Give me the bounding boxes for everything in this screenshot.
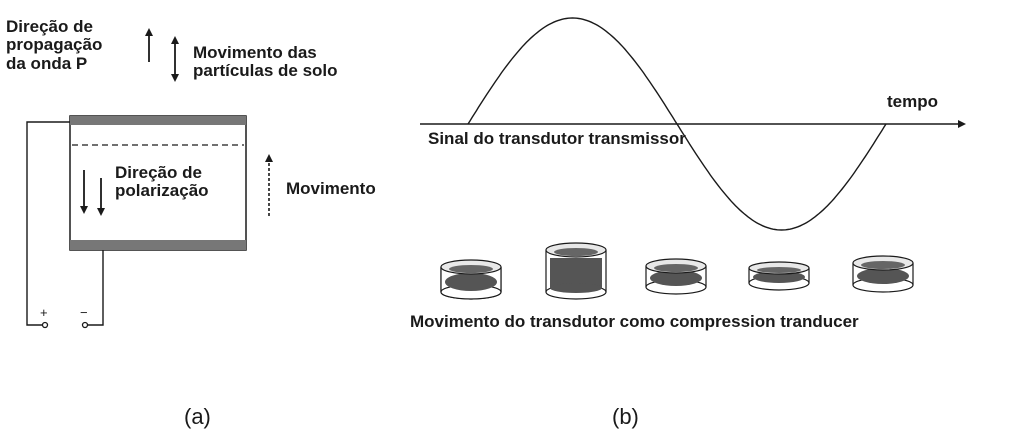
polarization-direction-label: Direção de polarização [115,163,209,201]
signal-waveform [467,17,887,231]
time-axis-label: tempo [887,92,938,111]
signal-label: Sinal do transdutor transmissor [428,129,686,148]
panel-a-caption: (a) [184,404,211,429]
panel-b-caption: (b) [612,404,639,429]
propagation-direction-label: Direção de propagação da onda P [6,17,103,73]
propagation-label-line-1: Direção de [6,17,93,36]
movement-label: Movimento [286,179,376,198]
transducer-motion-label: Movimento do transdutor como compression… [410,312,859,331]
terminal-minus-label: − [80,305,88,320]
polarization-label-line-2: polarização [115,181,209,201]
panel-a-artwork [26,28,273,329]
lead-wire-right [88,250,104,326]
lead-wire-left [26,121,70,326]
particle-motion-line-1: Movimento das [193,43,317,62]
transducer-cylinder-2 [545,242,607,300]
propagation-label-line-2: propagação [6,35,103,55]
top-electrode-plate [70,116,246,125]
terminal-minus-node [81,321,89,329]
terminal-plus-node [41,321,49,329]
transducer-cylinder-4 [748,261,810,291]
bottom-electrode-plate [70,240,246,250]
polarization-label-line-1: Direção de [115,163,202,182]
transducer-cylinder-3 [645,258,707,295]
transducer-cylinder-5 [852,255,914,293]
particle-motion-label: Movimento das partículas de solo [193,43,338,81]
panel-b-artwork [420,17,966,300]
transducer-cylinder-1 [440,259,502,300]
propagation-label-line-3: da onda P [6,53,88,73]
particle-motion-line-2: partículas de solo [193,61,338,81]
terminal-plus-label: + [40,305,48,320]
